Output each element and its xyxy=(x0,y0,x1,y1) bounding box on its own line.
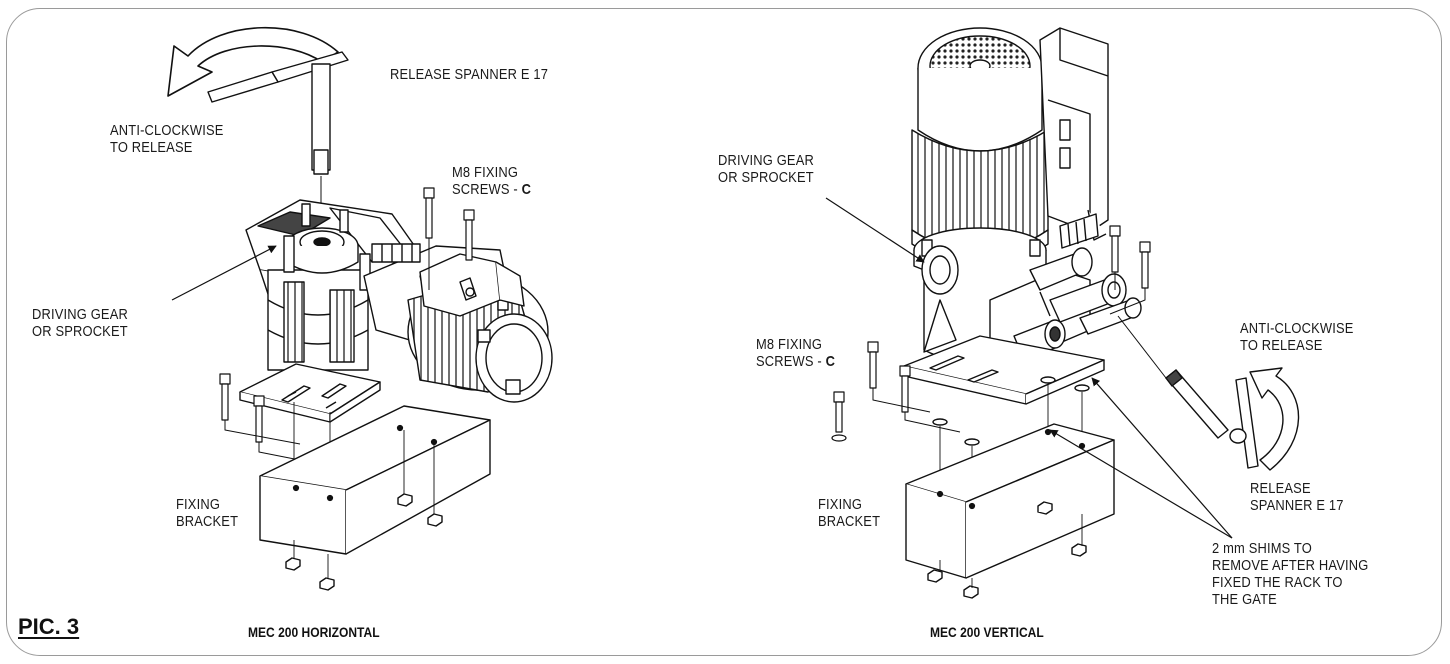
leader-driving-gear-left xyxy=(171,245,277,301)
label-m8-screws-right: M8 FIXING SCREWS - C xyxy=(756,336,836,370)
motor-junction-box xyxy=(1039,27,1109,241)
caption-vertical: MEC 200 VERTICAL xyxy=(930,624,1044,640)
label-fixing-bracket-left: FIXING BRACKET xyxy=(176,496,239,530)
motor-fan-cover xyxy=(917,27,1043,152)
release-spanner-right-icon xyxy=(1117,315,1259,469)
figure-label: PIC. 3 xyxy=(18,614,80,639)
label-release-spanner-left: RELEASE SPANNER E 17 xyxy=(390,66,549,83)
m8-fixing-screws-right-icon xyxy=(831,225,1151,442)
fixing-bracket xyxy=(259,405,491,555)
vertical-operator-drawing xyxy=(825,27,1300,599)
label-anti-clockwise-right: ANTI-CLOCKWISE TO RELEASE xyxy=(1240,320,1354,354)
label-driving-gear-right: DRIVING GEAR OR SPROCKET xyxy=(718,152,814,186)
label-shims: 2 mm SHIMS TO REMOVE AFTER HAVING FIXED … xyxy=(1212,540,1369,608)
bracket-nuts xyxy=(285,430,443,591)
rotation-arrow-right-icon xyxy=(1249,367,1300,471)
label-release-spanner-right: RELEASE SPANNER E 17 xyxy=(1250,480,1344,514)
release-shafts xyxy=(1013,247,1142,361)
terminal-block xyxy=(371,243,421,263)
terminal-block-right xyxy=(1059,213,1099,249)
gear-housing xyxy=(245,199,417,371)
leader-driving-gear-right xyxy=(825,197,925,263)
rotation-arrow-icon xyxy=(167,26,339,97)
caption-horizontal: MEC 200 HORIZONTAL xyxy=(248,624,380,640)
label-driving-gear-left: DRIVING GEAR OR SPROCKET xyxy=(32,306,128,340)
horizontal-operator-drawing xyxy=(167,26,553,591)
m8-fixing-screws-icon xyxy=(219,187,475,467)
label-m8-screws-left: M8 FIXING SCREWS - C xyxy=(452,164,532,198)
leader-shims-2 xyxy=(1049,429,1233,539)
electric-motor xyxy=(363,245,553,403)
label-anti-clockwise-left: ANTI-CLOCKWISE TO RELEASE xyxy=(110,122,224,156)
figure-frame xyxy=(6,8,1442,656)
leader-shims-1 xyxy=(1091,377,1233,539)
bracket-nuts-right xyxy=(927,501,1087,599)
label-fixing-bracket-right: FIXING BRACKET xyxy=(818,496,881,530)
